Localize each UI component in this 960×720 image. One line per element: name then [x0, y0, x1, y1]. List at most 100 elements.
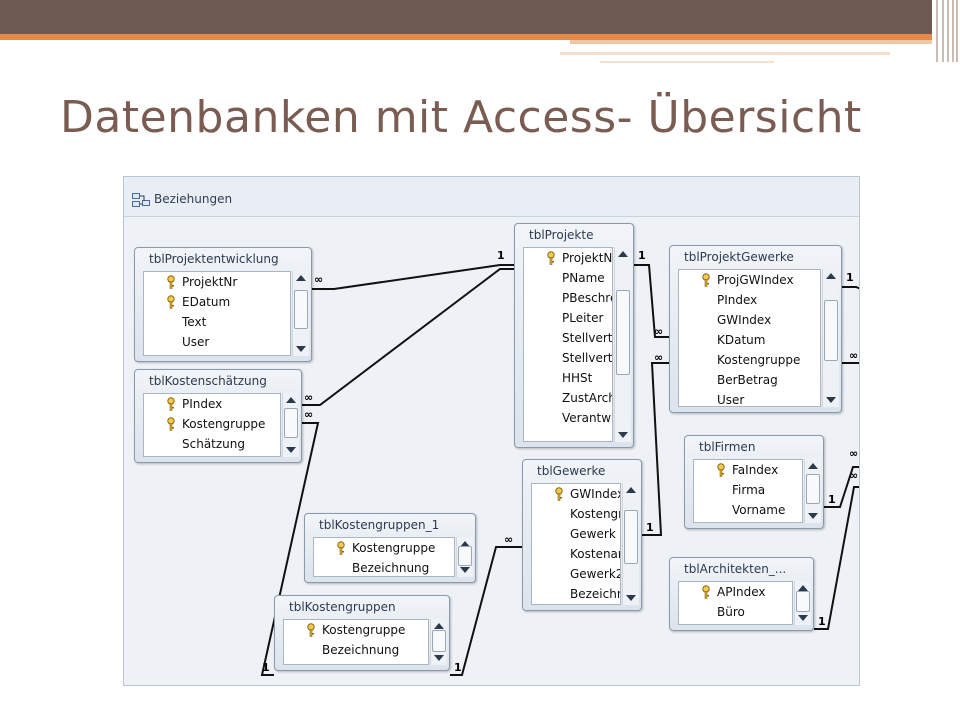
table-tblGewerke[interactable]: tblGewerkeGWIndexKostengruppeGewerkKoste… — [522, 459, 642, 611]
scroll-thumb[interactable] — [824, 300, 838, 361]
table-title[interactable]: tblProjektentwicklung — [149, 252, 279, 266]
field-item[interactable]: Büro — [679, 602, 792, 622]
field-item[interactable]: HHSt — [524, 368, 612, 388]
field-item[interactable]: User — [679, 390, 820, 406]
field-list[interactable]: GWIndexKostengruppeGewerkKostenartGewerk… — [531, 483, 621, 605]
scroll-down-arrow-icon[interactable] — [286, 447, 296, 453]
field-item[interactable]: ProjektNr — [524, 248, 612, 268]
field-item[interactable]: FaIndex — [694, 460, 802, 480]
scroll-thumb[interactable] — [458, 546, 472, 566]
field-list-scrollbar[interactable] — [614, 247, 631, 442]
field-list[interactable]: ProjektNrPNamePBeschreibungPLeiterStellv… — [523, 247, 613, 442]
scroll-up-arrow-icon[interactable] — [296, 275, 306, 281]
field-item[interactable]: Bezeichnung — [284, 640, 428, 660]
field-item[interactable]: Bezeichnung — [314, 558, 454, 576]
field-list-scrollbar[interactable] — [292, 271, 309, 356]
field-list-scrollbar[interactable] — [282, 393, 299, 457]
field-item[interactable]: PBeschreibung — [524, 288, 612, 308]
field-item[interactable]: Kostengruppe — [679, 350, 820, 370]
scroll-down-arrow-icon[interactable] — [808, 513, 818, 519]
field-item[interactable]: Text — [144, 312, 290, 332]
field-item[interactable]: Stellvertreter — [524, 328, 612, 348]
field-item[interactable]: PName — [524, 268, 612, 288]
field-list-scrollbar[interactable] — [794, 581, 811, 625]
field-list-scrollbar[interactable] — [622, 483, 639, 605]
scroll-down-arrow-icon[interactable] — [826, 397, 836, 403]
scroll-up-arrow-icon[interactable] — [434, 623, 444, 629]
scroll-up-arrow-icon[interactable] — [626, 487, 636, 493]
scroll-down-arrow-icon[interactable] — [460, 567, 470, 573]
field-item[interactable]: Kostengruppe — [144, 414, 280, 434]
field-item[interactable]: Kostengruppe — [532, 504, 620, 524]
field-item[interactable]: Vorname — [694, 500, 802, 520]
relationships-tab[interactable]: Beziehungen — [124, 177, 859, 217]
field-list-scrollbar[interactable] — [456, 537, 473, 577]
scroll-up-arrow-icon[interactable] — [798, 585, 808, 591]
table-title[interactable]: tblProjekte — [529, 228, 594, 242]
field-item[interactable]: Stellvertreter2 — [524, 348, 612, 368]
field-item[interactable]: APIndex — [679, 582, 792, 602]
field-item[interactable]: PIndex — [144, 394, 280, 414]
scroll-down-arrow-icon[interactable] — [626, 595, 636, 601]
field-item[interactable]: Gewerk — [532, 524, 620, 544]
field-item[interactable]: GWIndex — [532, 484, 620, 504]
scroll-down-arrow-icon[interactable] — [618, 432, 628, 438]
scroll-down-arrow-icon[interactable] — [798, 615, 808, 621]
field-item[interactable]: EDatum — [144, 292, 290, 312]
field-list-scrollbar[interactable] — [822, 269, 839, 407]
scroll-up-arrow-icon[interactable] — [618, 251, 628, 257]
field-item[interactable]: GWIndex — [679, 310, 820, 330]
field-item[interactable]: Kostenart — [532, 544, 620, 564]
field-list-scrollbar[interactable] — [804, 459, 821, 523]
scroll-thumb[interactable] — [624, 510, 638, 564]
table-tblProjekte[interactable]: tblProjekteProjektNrPNamePBeschreibungPL… — [514, 223, 634, 448]
scroll-thumb[interactable] — [294, 290, 308, 329]
scroll-up-arrow-icon[interactable] — [808, 463, 818, 469]
field-item[interactable]: ProjektNr — [144, 272, 290, 292]
table-title[interactable]: tblArchitekten_... — [684, 562, 787, 576]
field-item[interactable]: PLeiter — [524, 308, 612, 328]
table-title[interactable]: tblProjektGewerke — [684, 250, 794, 264]
table-title[interactable]: tblFirmen — [699, 440, 756, 454]
field-item[interactable]: Kostengruppe — [314, 538, 454, 558]
table-title[interactable]: tblGewerke — [537, 464, 606, 478]
scroll-down-arrow-icon[interactable] — [434, 655, 444, 661]
scroll-thumb[interactable] — [432, 630, 446, 652]
scroll-thumb[interactable] — [616, 290, 630, 375]
field-item[interactable]: Firma — [694, 480, 802, 500]
field-item[interactable]: BerBetrag — [679, 370, 820, 390]
scroll-down-arrow-icon[interactable] — [296, 346, 306, 352]
scroll-thumb[interactable] — [806, 474, 820, 504]
field-item[interactable]: Bezeichnung — [532, 584, 620, 604]
field-item[interactable]: ZustArch — [524, 388, 612, 408]
field-item[interactable]: Verantw — [524, 408, 612, 428]
scroll-thumb[interactable] — [796, 591, 810, 612]
table-title[interactable]: tblKostengruppen — [289, 600, 396, 614]
field-item[interactable]: Gewerk2 — [532, 564, 620, 584]
field-list-scrollbar[interactable] — [430, 619, 447, 665]
scroll-thumb[interactable] — [284, 408, 298, 438]
field-item[interactable]: PIndex — [679, 290, 820, 310]
scroll-up-arrow-icon[interactable] — [286, 397, 296, 403]
scroll-up-arrow-icon[interactable] — [460, 541, 470, 547]
field-item[interactable]: User — [144, 332, 290, 352]
table-title[interactable]: tblKostengruppen_1 — [319, 518, 440, 532]
field-item[interactable]: Schätzung — [144, 434, 280, 454]
table-title[interactable]: tblKostenschätzung — [149, 374, 267, 388]
field-item[interactable]: Kostengruppe — [284, 620, 428, 640]
field-item[interactable]: ProjGWIndex — [679, 270, 820, 290]
field-item[interactable]: KDatum — [679, 330, 820, 350]
